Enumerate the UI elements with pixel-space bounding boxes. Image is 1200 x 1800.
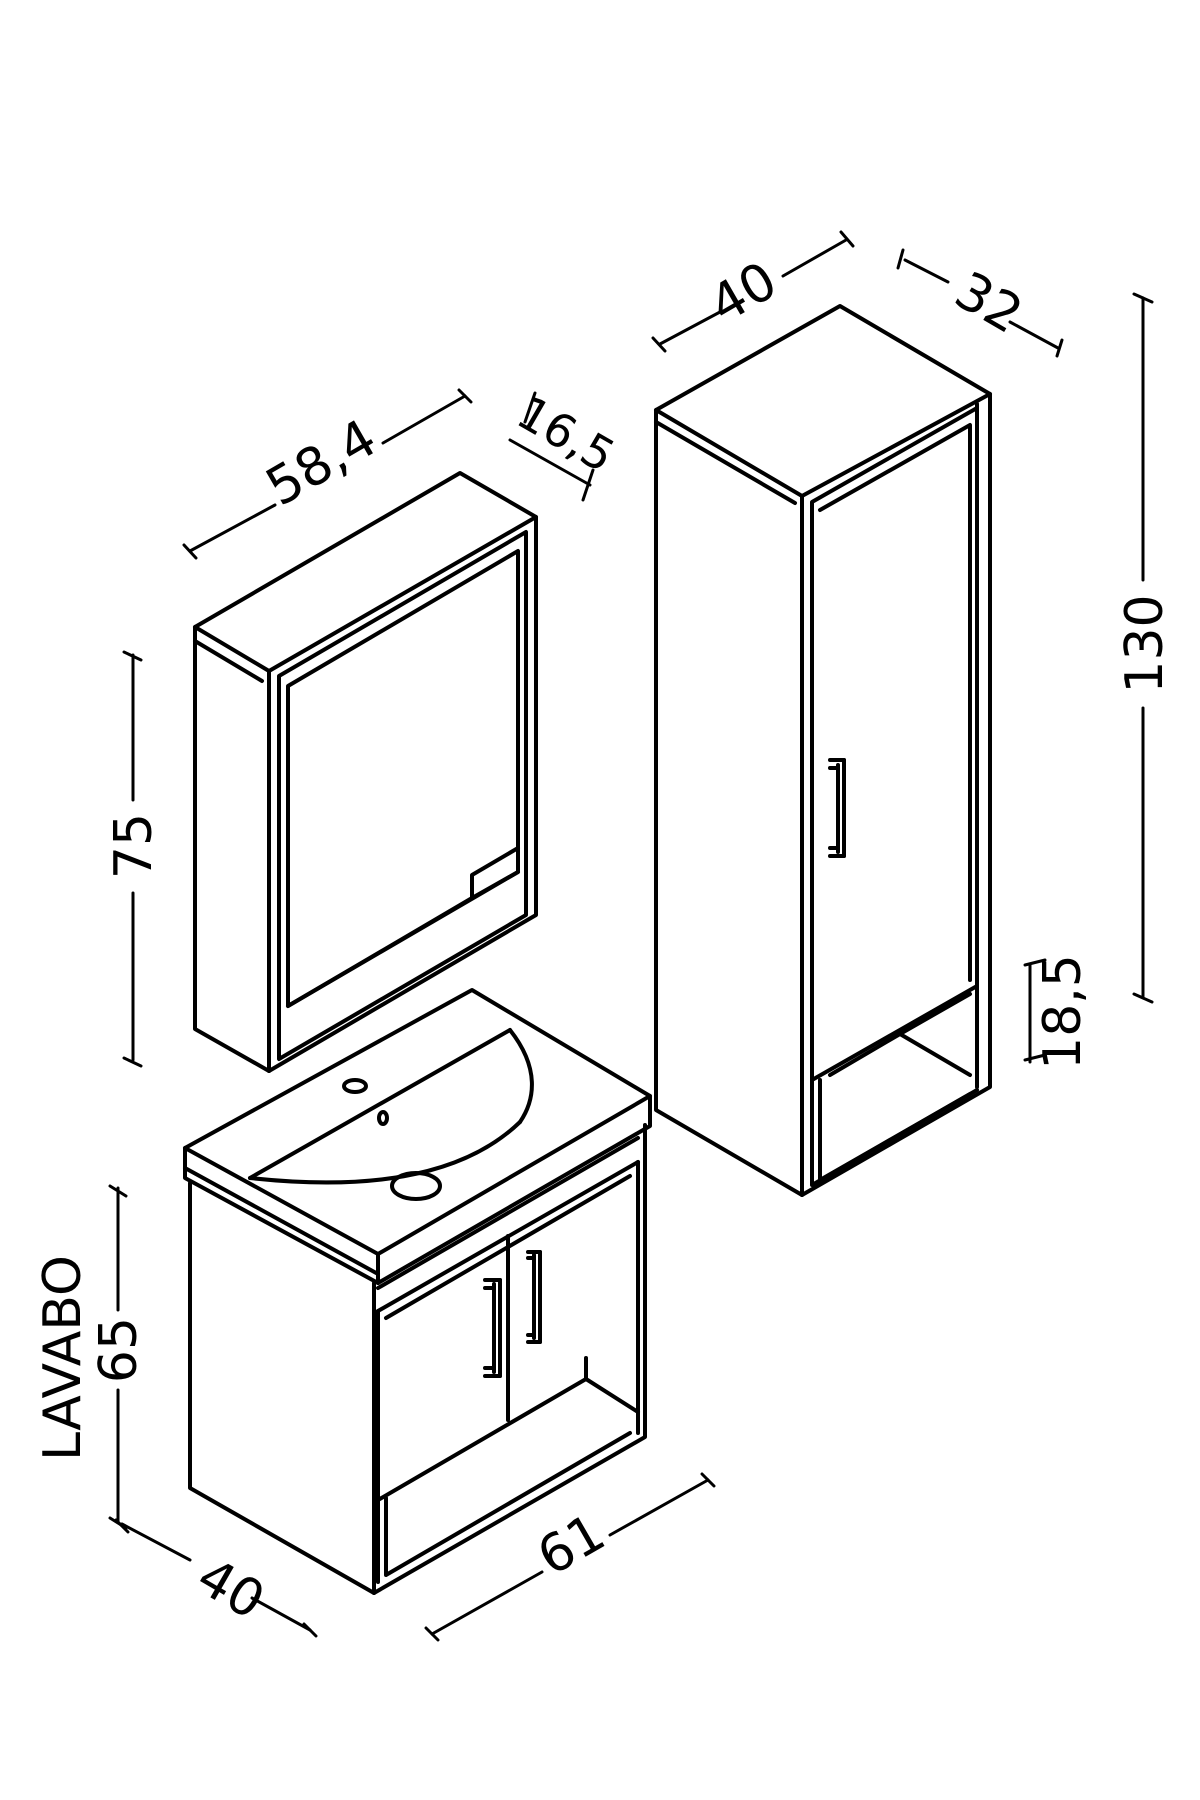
tall-cabinet [654, 304, 992, 1197]
mirror-cabinet [193, 471, 538, 1073]
dimension-lines [108, 230, 1154, 1642]
mirror-height-label: 75 [104, 813, 164, 879]
basin-height-label: 65 [89, 1317, 149, 1383]
tall-width-label: 40 [700, 251, 787, 336]
tall-depth-label: 32 [945, 261, 1032, 346]
tall-shelf-label: 18,5 [1033, 954, 1093, 1070]
vanity-unit [183, 988, 652, 1595]
mirror-depth-label: 16,5 [508, 385, 624, 483]
tall-height-label: 130 [1115, 594, 1175, 693]
mirror-width-label: 58,4 [256, 408, 386, 518]
basin-depth-label: 40 [187, 1547, 274, 1632]
basin-label: LAVABO [33, 1255, 93, 1461]
basin-width-label: 61 [528, 1503, 615, 1588]
